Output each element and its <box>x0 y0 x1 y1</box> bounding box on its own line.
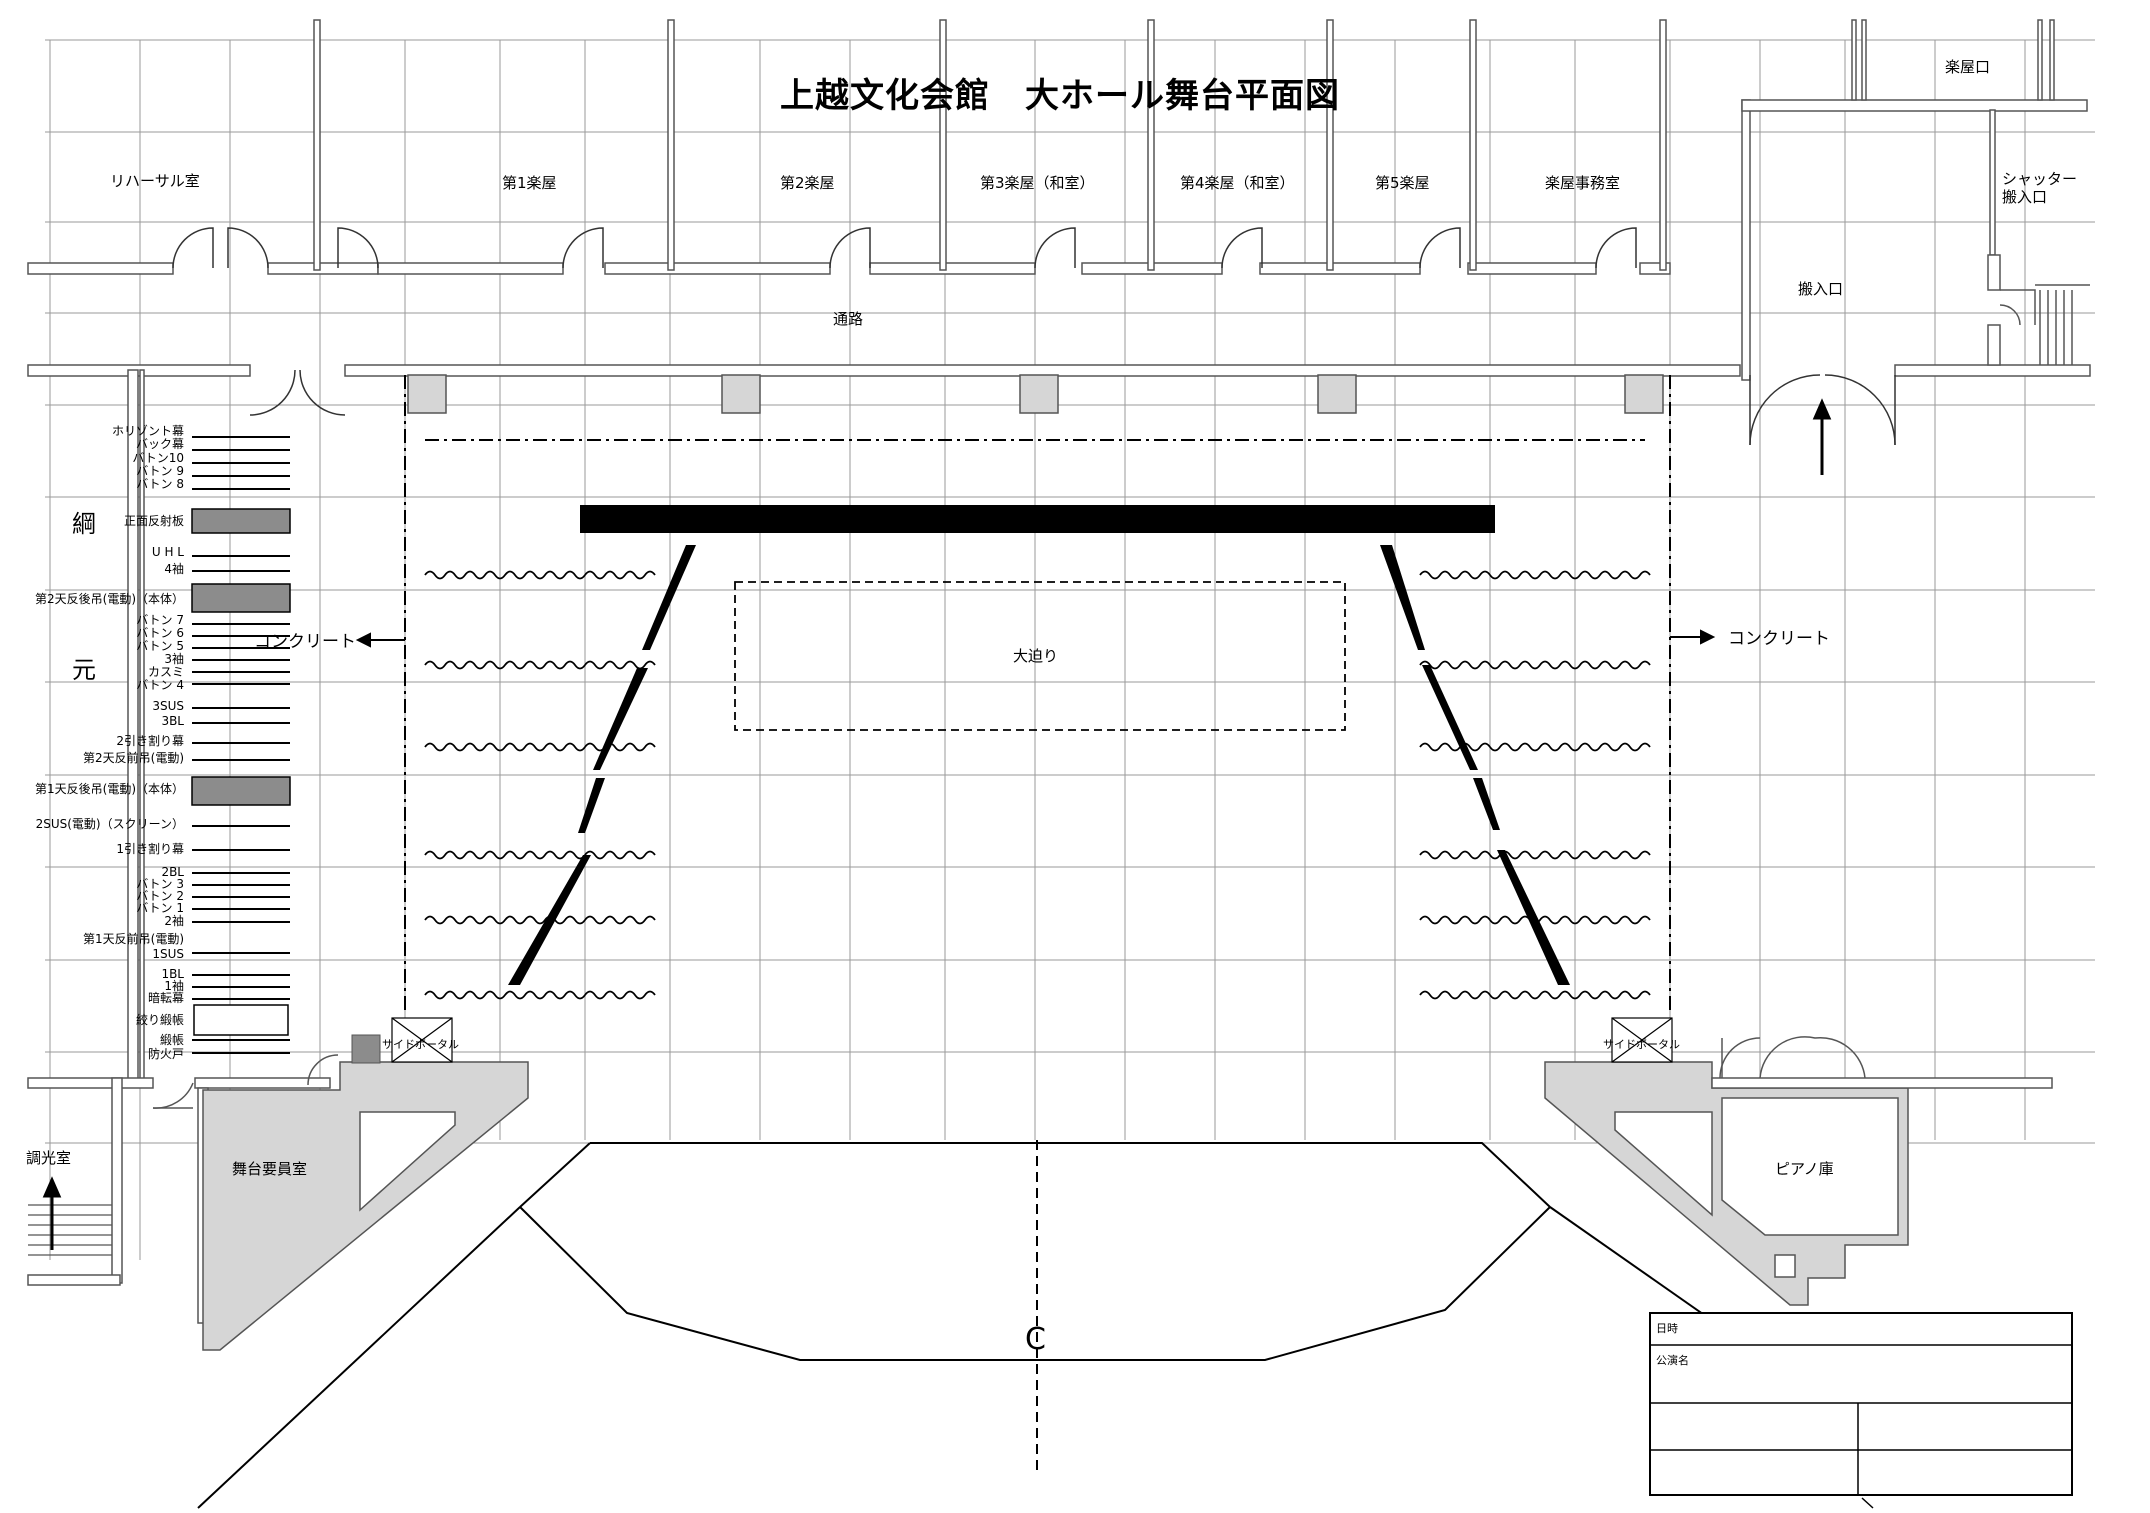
dressing-room-walls <box>27 19 1671 275</box>
apron-outline <box>197 1142 1791 1509</box>
room-corridor: 通路 <box>833 310 864 328</box>
flyrail-item: バトン 1 <box>136 901 184 915</box>
flyrail-item: 1BL <box>161 967 184 981</box>
side-portals <box>391 1017 1673 1063</box>
flyrail-item: 2SUS(電動)（スクリーン） <box>35 817 184 831</box>
flyrail-item: 3BL <box>161 714 184 728</box>
flyrail-char-2: 元 <box>72 656 96 684</box>
room-dressing-1: 第1楽屋 <box>502 174 557 192</box>
flyrail-item: 第1天反後吊(電動)（本体） <box>35 782 184 796</box>
north-tick <box>1861 1497 1874 1509</box>
flyrail-item: 2BL <box>161 865 184 879</box>
flyrail-item: 暗転幕 <box>147 991 184 1005</box>
equipment-block <box>351 1034 381 1064</box>
title-block-date-label: 日時 <box>1656 1322 1678 1335</box>
flyrail-item: 絞り緞帳 <box>135 1013 184 1027</box>
light-room-arrow <box>42 1176 62 1250</box>
flyrail-item: 3SUS <box>152 699 184 713</box>
room-light-control: 調光室 <box>26 1149 72 1167</box>
room-dressing-4: 第4楽屋（和室） <box>1180 174 1295 192</box>
room-loading: 搬入口 <box>1798 280 1844 298</box>
shutter-area <box>1987 254 2090 366</box>
flyrail-item: 2引き割り幕 <box>116 734 184 748</box>
title-block-performance-label: 公演名 <box>1656 1354 1689 1367</box>
drop-curtain-box <box>193 1004 289 1036</box>
flyrail-item: バトン 4 <box>136 678 184 692</box>
room-stage-staff: 舞台要員室 <box>232 1160 308 1178</box>
flyrail-item: 第2天反前吊(電動) <box>83 751 184 765</box>
flyrail-item: 第1天反前吊(電動) <box>83 932 184 946</box>
plan-title: 上越文化会館 大ホール舞台平面図 <box>780 76 1340 116</box>
flyrail-item: 第2天反後吊(電動)（本体） <box>35 592 184 606</box>
side-portal-right-label: サイドポータル <box>1603 1038 1680 1051</box>
room-dressing-2: 第2楽屋 <box>780 174 835 192</box>
room-office: 楽屋事務室 <box>1545 174 1621 192</box>
stairs-left <box>28 1204 112 1256</box>
room-gakuya-entrance: 楽屋口 <box>1945 58 1991 76</box>
reflector-panels <box>191 508 291 806</box>
loading-arrow <box>1812 398 1832 475</box>
reflector-shell <box>508 505 1570 985</box>
flyrail-item: 1SUS <box>152 947 184 961</box>
side-portal-left-label: サイドポータル <box>382 1038 459 1051</box>
flyrail-item: バトン 9 <box>136 464 184 478</box>
title-block <box>1649 1312 2073 1496</box>
flyrail-item: バトン 5 <box>136 639 184 653</box>
wall-pilasters <box>407 374 1664 414</box>
room-shutter: シャッター <box>2002 170 2078 188</box>
wavy-curtains <box>424 570 1651 1000</box>
flyrail-item: 緞帳 <box>159 1033 184 1047</box>
flyrail-item: バック幕 <box>135 437 184 451</box>
flyrail-item: バトン 2 <box>136 889 184 903</box>
flyrail-char-1: 綱 <box>72 510 96 538</box>
flyrail-item: バトン 8 <box>136 477 184 491</box>
flyrail-item: バトン 7 <box>136 613 184 627</box>
flyrail-item: 2袖 <box>164 914 184 928</box>
corridor-lower-wall <box>27 19 2091 381</box>
center-mark: C <box>1025 1322 1046 1357</box>
room-dressing-5: 第5楽屋 <box>1375 174 1430 192</box>
concrete-left-label: コンクリート <box>254 632 356 652</box>
room-dressing-3: 第3楽屋（和室） <box>980 174 1095 192</box>
room-piano: ピアノ庫 <box>1775 1160 1834 1178</box>
room-rehearsal: リハーサル室 <box>110 172 200 190</box>
flyrail-item: 4袖 <box>164 562 184 576</box>
corridor-doors <box>249 369 1896 446</box>
flyrail-item: 3袖 <box>164 652 184 666</box>
flyrail-item: バトン 3 <box>136 877 184 891</box>
fly-battens <box>192 436 290 1054</box>
flyrail-item: バトン10 <box>132 451 184 465</box>
flyrail-item: バトン 6 <box>136 626 184 640</box>
concrete-right-label: コンクリート <box>1728 629 1830 649</box>
flyrail-item: ホリゾント幕 <box>111 424 184 438</box>
lower-right-walls <box>1711 1036 2053 1089</box>
large-lift-outline <box>734 581 1346 731</box>
flyrail-item: カスミ <box>147 665 184 679</box>
proscenium-right <box>1544 1061 1909 1306</box>
flyrail-item: 1引き割り幕 <box>116 842 184 856</box>
room-shutter-2: 搬入口 <box>2002 188 2048 206</box>
flyrail-item: 1袖 <box>164 979 184 993</box>
flyrail-item: 防火戸 <box>147 1047 184 1061</box>
concrete-arrows <box>355 629 1716 648</box>
flyrail-item: 正面反射板 <box>123 514 184 528</box>
flyrail-item: U H L <box>151 545 184 559</box>
stage-boundary <box>404 375 1671 1010</box>
door-swings-top <box>172 227 1637 269</box>
large-lift-label: 大迫り <box>1013 647 1059 665</box>
proscenium-left <box>202 1061 529 1351</box>
